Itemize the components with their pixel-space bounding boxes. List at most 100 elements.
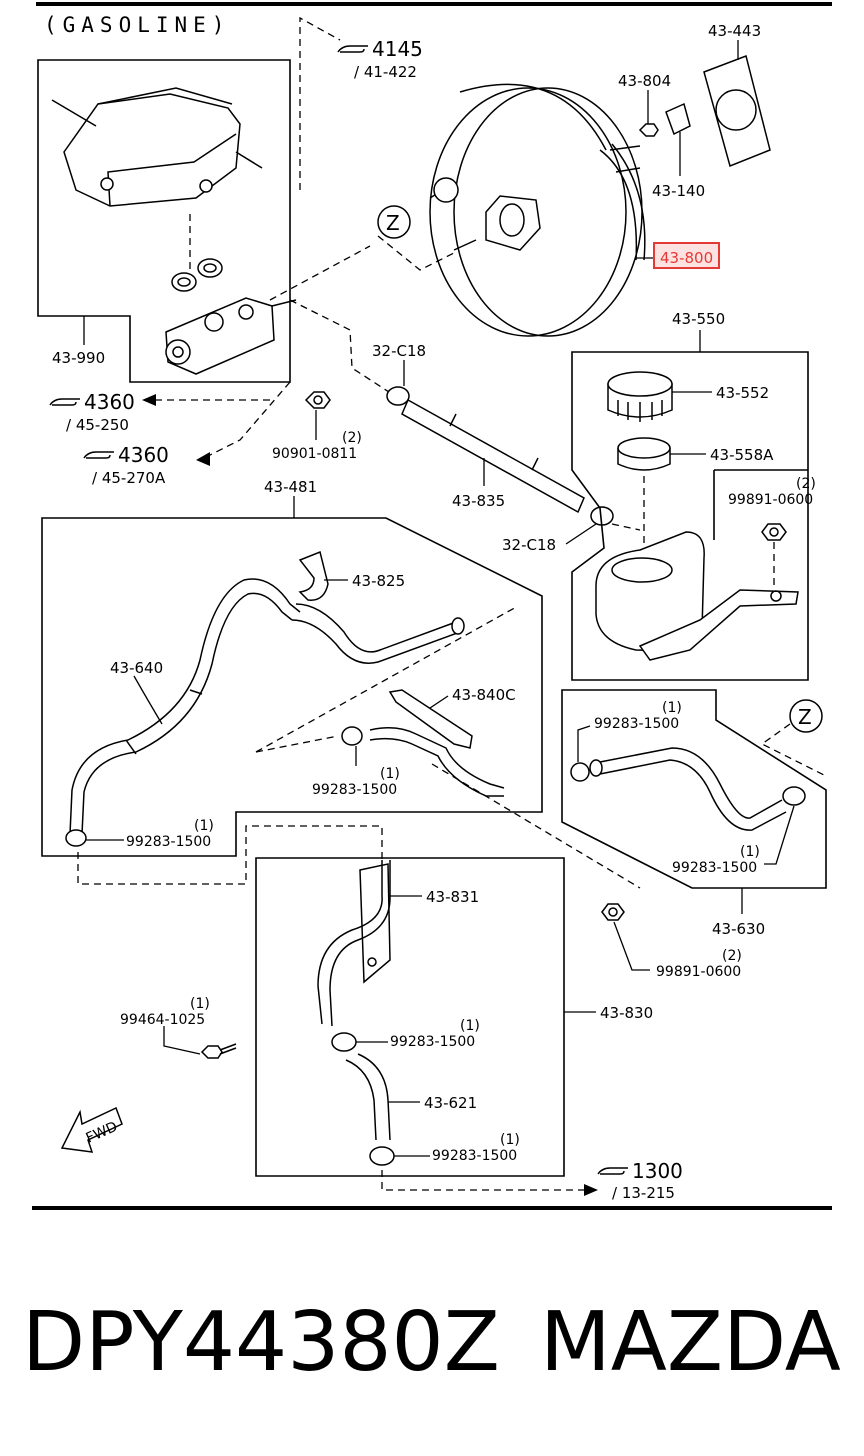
nut-90901-0811 [304,391,331,409]
label-43-550[interactable]: 43-550 [672,310,725,328]
dash-line [77,825,383,885]
dash-to-4145 [299,16,341,190]
label-99891-0600-b[interactable]: 99891-0600 [656,964,741,980]
dash-line [255,605,519,753]
arrow-to-4360b [199,381,291,461]
footer-part-number: DPY44380Z [22,1295,500,1390]
label-43-800[interactable]: 43-800 [660,249,713,267]
ref-1300[interactable]: 1300 / 13-215 [597,1159,683,1202]
label-43-558a[interactable]: 43-558A [710,446,774,464]
label-43-481[interactable]: 43-481 [264,478,317,496]
label-43-552[interactable]: 43-552 [716,384,769,402]
svg-text:Z: Z [386,211,400,235]
hose-43-630 [589,747,787,831]
ref-4360-a[interactable]: 4360 / 45-250 [49,390,135,434]
zone-marker-z-top: Z [377,205,411,239]
clamp-99283-1500-c [570,762,590,782]
nut-43-804 [638,123,659,137]
label-90901-0811[interactable]: 90901-0811 [272,446,357,462]
qty-99891-0600-a: (2) [796,476,816,492]
leader-99891-0600-b [613,921,650,971]
label-99283-1500-e[interactable]: 99283-1500 [390,1034,475,1050]
label-43-835[interactable]: 43-835 [452,492,505,510]
reservoir-cap-43-552 [607,371,673,422]
clip-43-140 [665,102,691,136]
label-43-804[interactable]: 43-804 [618,72,671,90]
label-43-640[interactable]: 43-640 [110,659,163,677]
master-cylinder-reservoir [51,87,263,207]
qty-99283-1500-b: (1) [194,818,214,834]
pipe-43-840c [369,689,505,797]
gasket-43-443 [703,54,771,168]
qty-99891-0600-b: (2) [722,948,742,964]
qty-99283-1500-a: (1) [380,766,400,782]
qty-99283-1500-c: (1) [662,700,682,716]
hose-43-835 [401,398,585,514]
ref-4360-b[interactable]: 4360 / 45-270A [83,443,169,487]
qty-99283-1500-e: (1) [460,1018,480,1034]
label-32-c18-a[interactable]: 32-C18 [372,342,426,360]
label-99464-1025[interactable]: 99464-1025 [120,1012,205,1028]
leader-99283-1500-c [577,725,591,762]
ref-sub: / 45-270A [92,469,166,487]
box-43-630 [561,689,827,889]
nut-99891-0600-b [601,903,625,921]
qty-99283-1500-f: (1) [500,1132,520,1148]
label-99283-1500-b[interactable]: 99283-1500 [126,834,211,850]
qty-90901-0811: (2) [342,430,362,446]
label-43-990[interactable]: 43-990 [52,349,105,367]
label-32-c18-b[interactable]: 32-C18 [502,536,556,554]
hose-43-621 [345,1053,391,1141]
svg-text:Z: Z [798,705,812,729]
dash-line [269,245,371,301]
arrow-head [142,394,156,406]
pointing-hand-icon [597,1167,628,1175]
label-99891-0600-a[interactable]: 99891-0600 [728,492,813,508]
ref-number: 4360 [118,443,169,467]
pointing-hand-icon [49,398,80,406]
label-43-630[interactable]: 43-630 [712,920,765,938]
fwd-arrow-icon: FWD [60,1106,123,1153]
box-43-830 [255,857,565,1177]
clamp-99283-1500-d [782,786,806,806]
label-99283-1500-f[interactable]: 99283-1500 [432,1148,517,1164]
label-43-840c[interactable]: 43-840C [452,686,516,704]
ref-sub: / 13-215 [612,1184,675,1202]
ref-sub: / 41-422 [354,63,417,81]
label-99283-1500-d[interactable]: 99283-1500 [672,860,757,876]
qty-99283-1500-d: (1) [740,844,760,860]
leader-43-840c [429,695,449,709]
zone-marker-z-right: Z [789,699,823,733]
ref-number: 1300 [632,1159,683,1183]
leader-32-c18-b [565,523,597,545]
leader-43-640 [133,675,163,725]
dash-line [431,763,641,889]
box-43-481 [41,517,543,857]
label-43-443[interactable]: 43-443 [708,22,761,40]
reservoir-tank [595,531,799,661]
diagram-title: (GASOLINE) [44,13,230,37]
clamp-99283-1500-b [65,829,87,847]
label-43-621[interactable]: 43-621 [424,1094,477,1112]
label-99283-1500-a[interactable]: 99283-1500 [312,782,397,798]
nut-99891-0600-a [761,523,787,541]
clamp-99283-1500-f [369,1146,395,1166]
clamp-99283-1500-a [341,726,363,746]
box-43-550 [571,351,809,681]
arrow-head [584,1184,598,1196]
label-43-140[interactable]: 43-140 [652,182,705,200]
dash-line [611,523,641,531]
label-43-825[interactable]: 43-825 [352,572,405,590]
label-43-831[interactable]: 43-831 [426,888,479,906]
label-99283-1500-c[interactable]: 99283-1500 [594,716,679,732]
strainer-43-558a [617,437,671,471]
bolt-99464-1025 [200,1043,237,1059]
ref-4145[interactable]: 4145 / 41-422 [337,37,423,81]
label-43-830[interactable]: 43-830 [600,1004,653,1022]
leader-99464-1025 [163,1026,201,1055]
clamp-32-c18-a [386,386,410,406]
hose-43-640 [69,578,301,835]
pointing-hand-icon [83,451,114,459]
pointing-hand-icon [337,45,368,53]
